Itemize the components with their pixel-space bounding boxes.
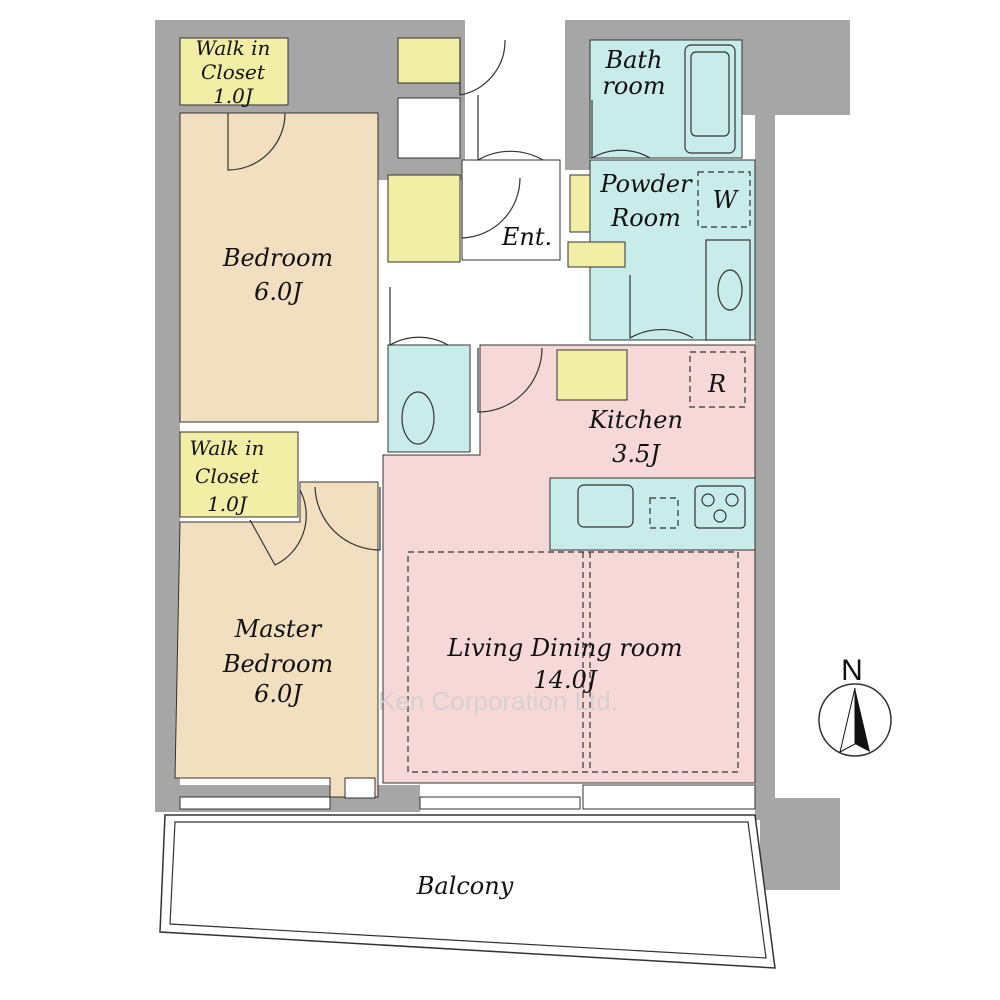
shoe-closet: [387, 174, 461, 263]
compass-label: N: [841, 654, 863, 687]
door-icon: [461, 177, 521, 239]
master-bedroom: [174, 481, 379, 798]
label: Walk in: [196, 36, 271, 60]
kitchen-counter: [549, 477, 756, 551]
windows: [179, 777, 756, 810]
door-icon: [591, 100, 651, 160]
rooms: [174, 37, 756, 798]
toilet-icon: [401, 391, 435, 445]
balcony: [159, 814, 776, 969]
entrance-label: Ent.: [501, 223, 552, 251]
pantry: [556, 349, 628, 401]
fridge-label: R: [707, 370, 726, 398]
door-icon: [314, 486, 381, 551]
washer-space: [697, 171, 751, 228]
storage-top: [397, 37, 461, 84]
balcony-label: Balcony: [416, 872, 514, 900]
door-icon: [629, 275, 694, 340]
hall-closet: [567, 241, 626, 268]
bedroom: [179, 112, 379, 423]
fridge-space: [689, 351, 746, 408]
washer-label: W: [713, 186, 740, 214]
door-icon: [227, 112, 286, 171]
door-icon: [249, 489, 307, 566]
door-icon: [389, 287, 449, 347]
bathroom: [589, 39, 743, 159]
bathtub-icon: [684, 44, 736, 154]
walk-in-closet-mid: [179, 431, 299, 518]
linen-closet: [569, 174, 591, 233]
storage-white: [397, 97, 461, 159]
fixtures: [227, 39, 751, 566]
stove-icon: [694, 485, 746, 529]
ldk: [382, 344, 756, 784]
north-compass-icon: N: [818, 654, 892, 757]
watermark: Ken Corporation Ltd.: [378, 686, 618, 716]
door-icon: [459, 39, 506, 96]
sink-icon: [717, 269, 743, 311]
door-icon: [477, 347, 543, 413]
walk-in-closet-top: [179, 37, 289, 106]
front-door-icon: [477, 95, 544, 162]
kitchen-sink-icon: [577, 484, 634, 528]
rug-area: [407, 551, 739, 773]
